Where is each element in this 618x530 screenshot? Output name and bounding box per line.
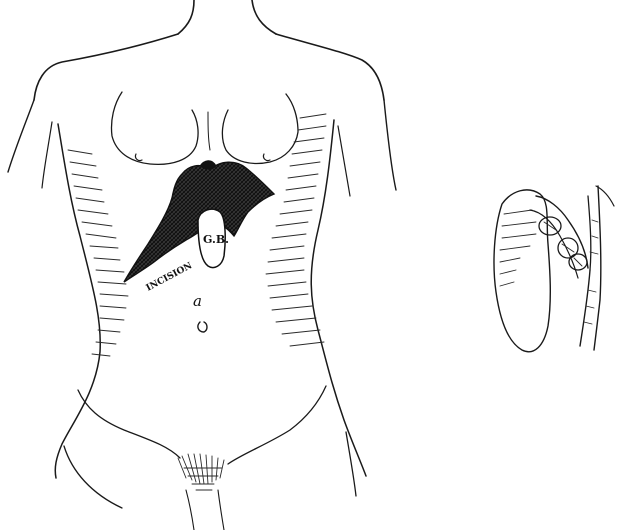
navel xyxy=(198,322,207,332)
common-duct-right xyxy=(594,186,601,350)
gallbladder-specimen xyxy=(494,186,614,352)
hepatic-duct-branch xyxy=(588,196,591,270)
right-shoulder-outline xyxy=(276,34,384,100)
cystic-duct-outline xyxy=(536,196,588,268)
right-arm-inner xyxy=(338,126,350,196)
sternum-line xyxy=(208,112,210,150)
left-thigh-line xyxy=(64,446,122,508)
neck-outline-right xyxy=(252,0,276,34)
pubic-hatching xyxy=(178,454,224,490)
right-breast-outline xyxy=(222,94,298,164)
gallbladder-label: G.B. xyxy=(203,233,229,246)
left-hip-line xyxy=(78,390,180,458)
right-thigh-line xyxy=(346,432,356,496)
incision-label: INCISION xyxy=(145,261,194,294)
left-shoulder-outline xyxy=(34,34,178,100)
right-nipple xyxy=(263,154,270,161)
common-duct-left xyxy=(580,270,590,346)
neck-outline-left xyxy=(178,0,194,34)
xiphoid-notch xyxy=(200,161,216,169)
left-nipple xyxy=(135,154,142,161)
torso-figure xyxy=(8,0,396,530)
right-body-contour xyxy=(311,120,366,476)
left-arm-outer xyxy=(8,100,34,172)
inner-thigh-line xyxy=(186,490,194,530)
left-side-shading xyxy=(68,150,128,356)
right-hip-line xyxy=(228,386,326,464)
figure-letter: a xyxy=(193,292,202,310)
left-arm-inner xyxy=(42,122,52,188)
right-side-shading xyxy=(266,114,326,346)
cystic-duct-inner xyxy=(530,210,578,278)
left-breast-outline xyxy=(111,92,198,164)
right-arm-outer xyxy=(384,100,396,190)
inner-thigh-line-2 xyxy=(218,490,224,530)
